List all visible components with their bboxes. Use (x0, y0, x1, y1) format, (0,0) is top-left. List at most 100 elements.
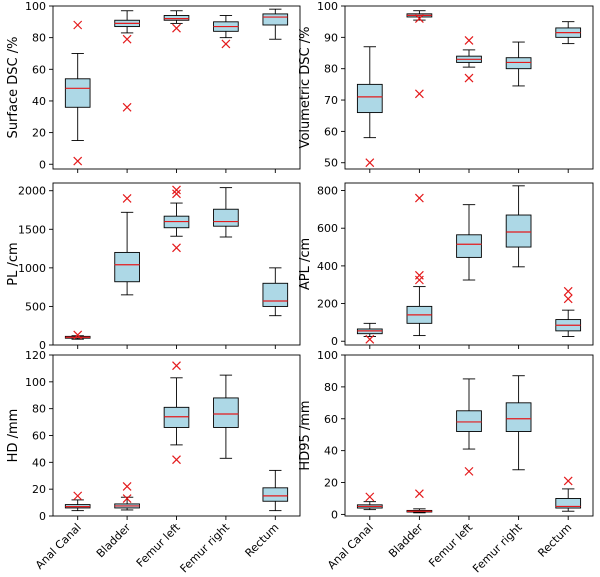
outlier-marker (73, 491, 83, 501)
y-axis-label: HD /mm (6, 409, 21, 463)
outlier-stroke (414, 489, 424, 499)
box-femur-right (213, 374, 239, 459)
box-femur-left (456, 378, 482, 476)
outlier-marker (221, 39, 231, 49)
box-femur-right (505, 41, 532, 87)
y-tick-label: 80 (324, 381, 338, 394)
y-tick-label: 20 (32, 483, 46, 496)
iqr-box (213, 397, 239, 428)
y-tick-label: 800 (317, 185, 338, 198)
x-tick-label: Anal Canal (33, 521, 84, 572)
y-tick-label: 2000 (18, 185, 46, 198)
outlier-marker (172, 23, 181, 33)
outlier-stroke (73, 491, 83, 501)
iqr-box (505, 402, 532, 432)
y-tick-label: 70 (324, 94, 338, 107)
box-femur-right (213, 187, 239, 238)
outlier-marker (414, 89, 424, 99)
outlier-stroke (73, 330, 83, 340)
iqr-box (163, 406, 190, 428)
box-rectum (262, 267, 289, 317)
y-tick-label: 400 (317, 260, 338, 273)
y-tick-label: 1500 (18, 223, 46, 236)
y-axis-label: Volumetric DSC /% (298, 27, 313, 149)
box-femur-right (505, 375, 532, 471)
outlier-stroke (172, 185, 181, 195)
outlier-marker (365, 492, 375, 502)
iqr-box (505, 214, 532, 248)
y-tick-label: 80 (32, 403, 46, 416)
box-rectum (555, 286, 582, 337)
y-tick-label: 40 (32, 456, 46, 469)
y-tick-label: 60 (324, 413, 338, 426)
iqr-box (555, 498, 582, 509)
outlier-stroke (172, 243, 181, 253)
y-tick-label: 80 (32, 32, 46, 45)
y-axis-label: PL /cm (6, 242, 21, 285)
outlier-marker (563, 286, 573, 296)
outlier-marker (464, 36, 474, 45)
outlier-marker (464, 73, 474, 83)
box-anal-canal (64, 491, 91, 512)
outlier-stroke (464, 36, 474, 45)
box-rectum (555, 21, 582, 45)
box-anal-canal (356, 492, 383, 511)
box-femur-left (456, 36, 482, 83)
outlier-stroke (73, 156, 83, 166)
iqr-box (163, 15, 190, 21)
x-tick-label: Femur right (178, 520, 233, 575)
outlier-marker (563, 476, 573, 486)
y-tick-label: 500 (25, 300, 46, 313)
outlier-stroke (414, 193, 424, 203)
outlier-stroke (122, 102, 132, 112)
outlier-stroke (122, 494, 132, 503)
box-rectum (262, 469, 289, 512)
outlier-stroke (414, 275, 424, 285)
outlier-marker (172, 185, 181, 195)
y-tick-label: 60 (32, 430, 46, 443)
outlier-marker (365, 158, 375, 168)
outlier-stroke (414, 14, 424, 23)
y-tick-label: 600 (317, 222, 338, 235)
y-tick-label: 60 (32, 63, 46, 76)
x-tick-label: Anal Canal (325, 521, 376, 572)
outlier-stroke (172, 189, 181, 199)
outlier-stroke (464, 73, 474, 83)
iqr-box (262, 13, 289, 26)
iqr-box (456, 234, 482, 258)
box-rectum (262, 8, 289, 40)
box-femur-left (163, 10, 190, 33)
outlier-marker (414, 14, 424, 23)
x-tick-label: Bladder (94, 521, 134, 561)
outlier-marker (73, 20, 83, 30)
box-bladder (406, 10, 433, 99)
box-anal-canal (356, 322, 383, 344)
outlier-stroke (414, 89, 424, 99)
outlier-stroke (365, 334, 375, 344)
box-femur-right (505, 185, 532, 268)
box-femur-right (213, 15, 239, 49)
y-tick-label: 0 (331, 335, 338, 348)
outlier-stroke (563, 286, 573, 296)
box-bladder (114, 10, 140, 112)
box-anal-canal (64, 20, 91, 166)
outlier-marker (172, 243, 181, 253)
box-femur-left (163, 185, 190, 253)
y-tick-label: 90 (324, 31, 338, 44)
box-bladder (114, 194, 140, 296)
x-tick-label: Femur left (134, 520, 183, 569)
outlier-stroke (172, 455, 181, 465)
box-rectum (555, 476, 582, 512)
outlier-marker (464, 466, 474, 476)
x-tick-label: Rectum (535, 521, 574, 560)
box-bladder (114, 482, 140, 511)
outlier-stroke (122, 34, 132, 44)
y-tick-label: 0 (39, 339, 46, 352)
outlier-stroke (563, 294, 573, 304)
outlier-stroke (563, 476, 573, 486)
